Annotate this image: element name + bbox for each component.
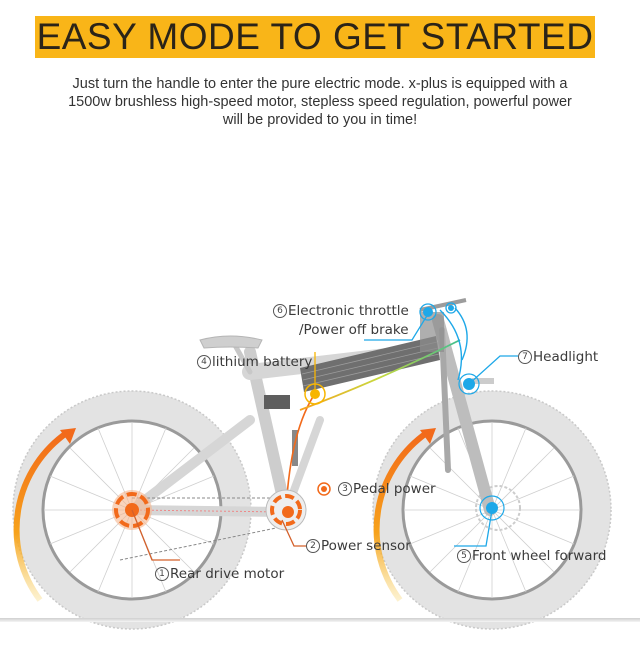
front-cable [439,309,463,381]
ground-shadow [0,618,640,622]
callout-electronic-throttle: 6 Electronic throttle [273,303,409,319]
callout-headlight: 7 Headlight [518,349,598,365]
title-banner: EASY MODE TO GET STARTED [35,16,595,58]
callout-number: 5 [457,549,471,563]
callout-power-off-brake: /Power off brake [299,322,409,338]
pedal-marker [317,482,331,496]
rear-rotation-arrow [13,429,70,602]
battery-pack [264,336,440,409]
callout-number: 1 [155,567,169,581]
callout-number: 6 [273,304,287,318]
description-line-2: 1500w brushless high-speed motor, steple… [68,94,572,110]
description-line-3: will be provided to you in time! [222,112,418,128]
rear-motor-hub [112,490,180,561]
callout-power-sensor: 2 Power sensor [306,538,411,554]
saddle [199,335,263,349]
callout-number: 2 [306,539,320,553]
description: Just turn the handle to enter the pure e… [20,75,620,129]
front-hub-marker [454,495,505,547]
headlight-marker [458,355,518,395]
throttle-marker [364,302,457,341]
callout-number: 7 [518,350,532,364]
callout-pedal-power: 3 Pedal power [338,481,436,497]
callout-number: 4 [197,355,211,369]
battery-marker [304,352,326,405]
description-line-1: Just turn the handle to enter the pure e… [72,76,568,92]
callout-lithium-battery: 4 lithium battery [197,354,312,370]
banner-title: EASY MODE TO GET STARTED [36,16,594,57]
callout-number: 3 [338,482,352,496]
power-sensor-hub [265,489,307,547]
callout-rear-drive-motor: 1 Rear drive motor [155,566,284,582]
callout-front-wheel-forward: 5 Front wheel forward [457,548,606,564]
front-rotation-arrow [373,429,430,602]
